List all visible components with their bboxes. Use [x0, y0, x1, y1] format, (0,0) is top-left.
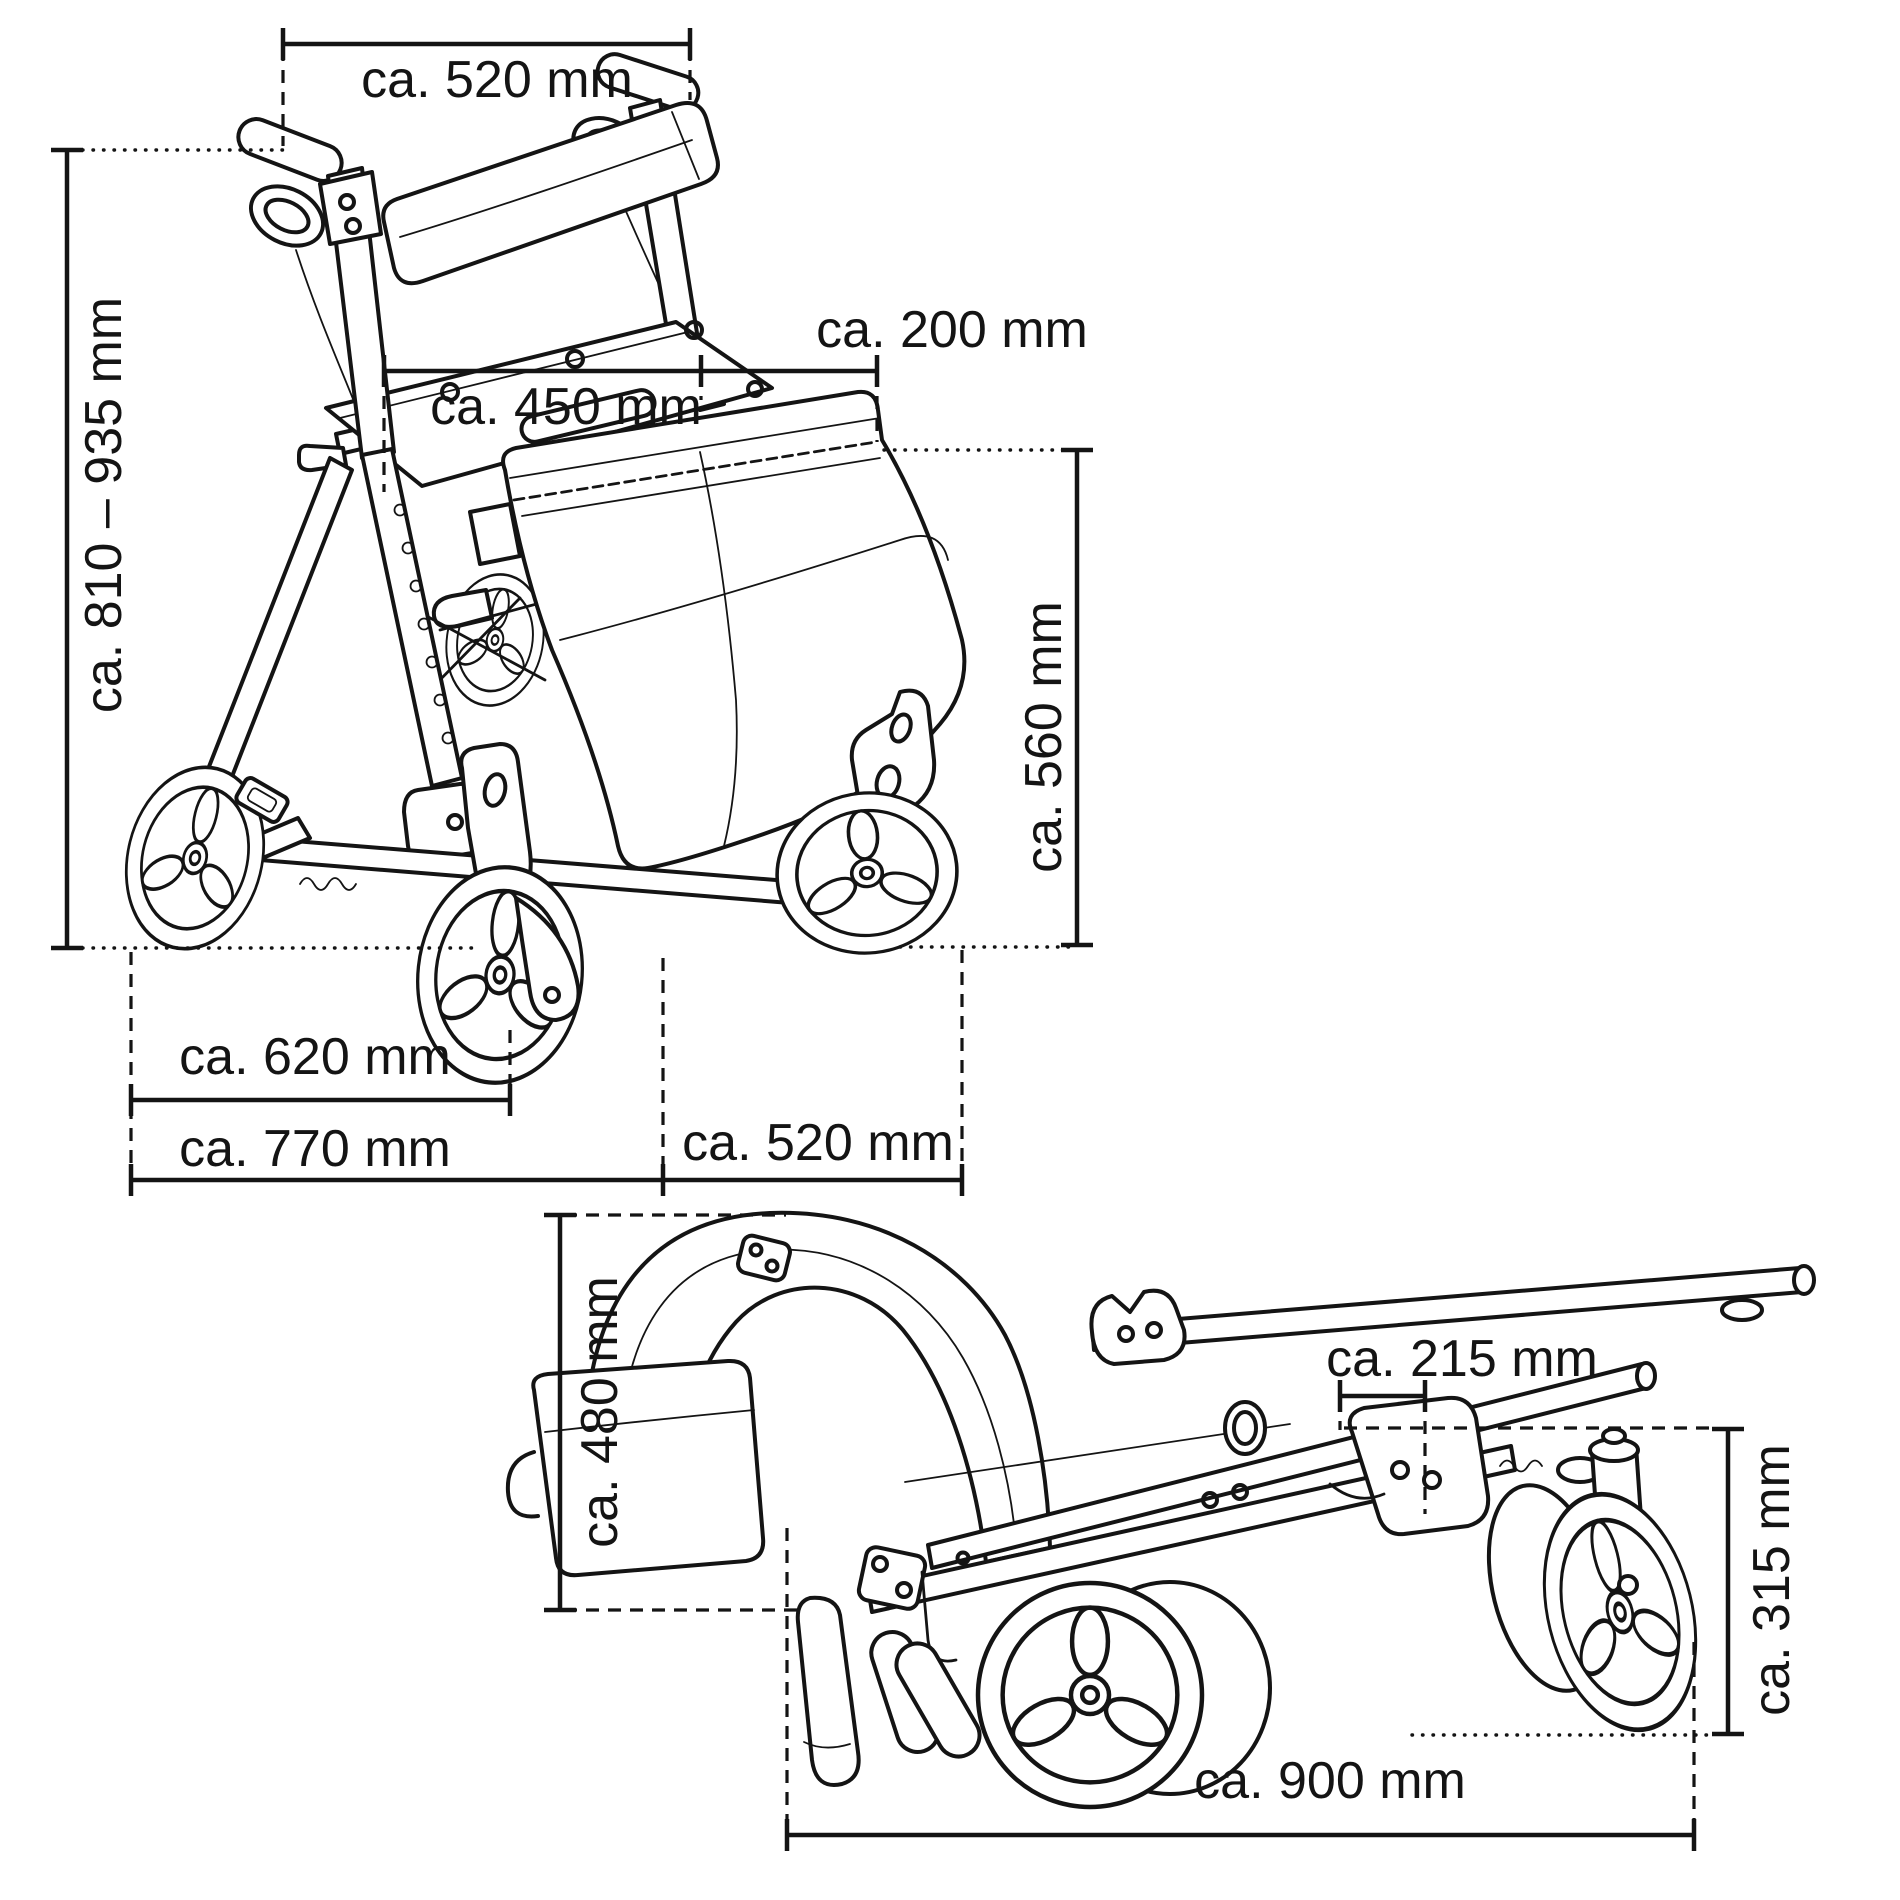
dim-label-folded-length: ca. 900 mm	[1194, 1752, 1466, 1810]
folded-rollator-art	[505, 1210, 1816, 1807]
dimension-folded-length: ca. 900 mm	[784, 1528, 1697, 1851]
folded-view: ca. 480 mm ca. 215 mm ca. 315 mm ca. 900	[505, 1210, 1816, 1851]
dimension-seat-width-rear-depth: ca. 450 mm ca. 200 mm	[381, 301, 1088, 492]
left-handle-assembly	[236, 117, 464, 788]
dim-label-seat-width: ca. 450 mm	[430, 378, 702, 436]
dimension-top-width: ca. 520 mm	[280, 28, 693, 146]
dim-label-base-length-inner: ca. 620 mm	[179, 1028, 451, 1086]
unfolded-rollator-art	[105, 52, 967, 1091]
dim-label-rear-depth: ca. 200 mm	[816, 301, 1088, 359]
dim-label-bag-height: ca. 560 mm	[1015, 601, 1073, 873]
folded-top-latch	[1089, 1288, 1187, 1366]
front-right-caster	[767, 688, 967, 964]
folded-centre-wheels	[978, 1580, 1272, 1807]
dimension-folded-height: ca. 480 mm	[544, 1212, 806, 1613]
rear-left-leg	[190, 456, 354, 822]
dimension-folded-depth: ca. 315 mm	[1410, 1426, 1801, 1828]
dim-label-folded-height: ca. 480 mm	[571, 1276, 629, 1548]
folded-right-caster	[1486, 1427, 1719, 1746]
dim-label-handle-overlap: ca. 215 mm	[1326, 1330, 1598, 1388]
dimension-bag-height: ca. 560 mm	[898, 447, 1093, 949]
dim-label-base-length: ca. 770 mm	[179, 1120, 451, 1178]
dim-label-height-range: ca. 810 – 935 mm	[75, 297, 133, 713]
dimension-height-range: ca. 810 – 935 mm	[51, 147, 480, 951]
folded-handles	[795, 1545, 982, 1787]
dim-label-top-width: ca. 520 mm	[361, 51, 633, 109]
folded-bag	[505, 1358, 766, 1578]
rear-left-wheel	[105, 750, 290, 966]
dim-label-base-width: ca. 520 mm	[682, 1114, 954, 1172]
dim-label-folded-depth: ca. 315 mm	[1743, 1444, 1801, 1716]
dimension-handle-overlap: ca. 215 mm	[1326, 1330, 1714, 1514]
unfolded-view: ca. 520 mm ca. 810 – 935 mm ca. 450 mm c…	[51, 28, 1093, 1196]
backrest-pad	[381, 101, 720, 286]
dimension-base-length-inner: ca. 620 mm	[128, 1028, 513, 1116]
front-left-caster	[407, 742, 593, 1091]
dimension-annotations-unfolded: ca. 520 mm ca. 810 – 935 mm ca. 450 mm c…	[51, 28, 1093, 1196]
folded-centre-latch	[1328, 1395, 1491, 1537]
dimension-annotations-folded: ca. 480 mm ca. 215 mm ca. 315 mm ca. 900	[544, 1212, 1801, 1851]
rear-right-wheel	[431, 502, 556, 715]
dimension-base-length-width: ca. 770 mm ca. 520 mm	[128, 950, 965, 1196]
